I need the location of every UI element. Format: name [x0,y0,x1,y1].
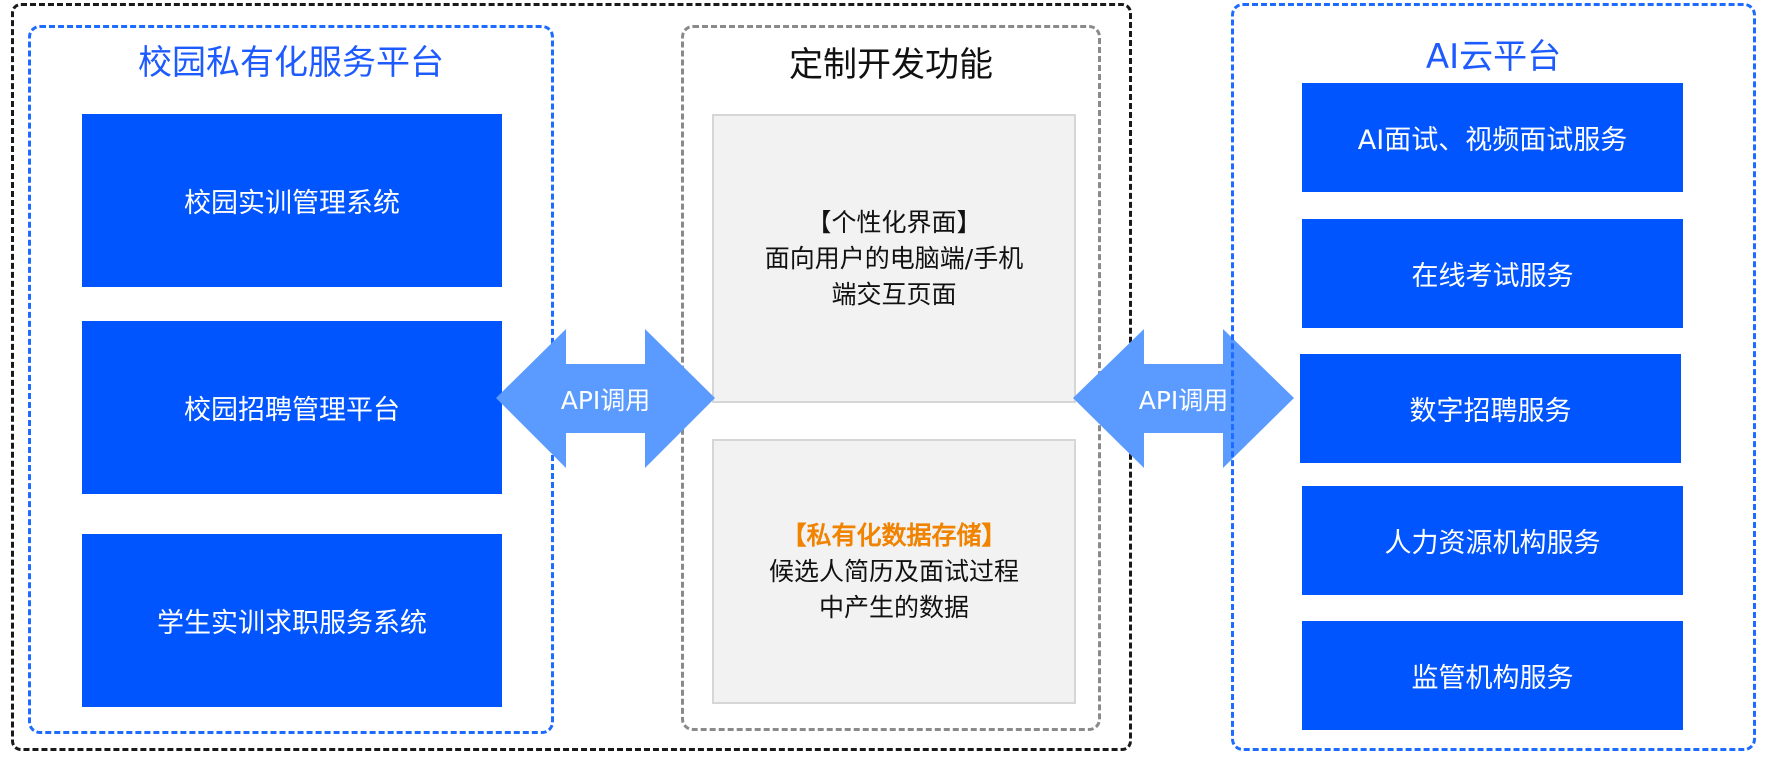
storage-heading: 【私有化数据存储】 [781,520,1007,550]
personalized-ui-box: 【个性化界面】 面向用户的电脑端/手机 端交互页面 [712,114,1076,403]
box-online-exam: 在线考试服务 [1302,219,1683,328]
api-arrow-right: API调用 [1073,329,1294,468]
box-recruitment-platform: 校园招聘管理平台 [82,321,502,494]
box-digital-recruitment: 数字招聘服务 [1300,354,1681,463]
api-arrow-left: API调用 [496,329,715,468]
double-arrow-icon [496,329,715,468]
api-label: API调用 [1138,385,1229,415]
campus-platform-title: 校园私有化服务平台 [138,43,444,83]
private-storage-box: 【私有化数据存储】 候选人简历及面试过程 中产生的数据 [712,439,1076,704]
ai-cloud-title: AI云平台 [1425,37,1562,77]
ui-line: 端交互页面 [831,279,957,309]
custom-dev-title: 定制开发功能 [789,45,993,85]
storage-line: 中产生的数据 [818,592,969,622]
box-regulator: 监管机构服务 [1302,621,1683,730]
double-arrow-icon [1073,329,1294,468]
box-training-system: 校园实训管理系统 [82,114,502,287]
ai-cloud-group [1231,3,1756,751]
api-label: API调用 [560,385,651,415]
ui-heading: 【个性化界面】 [806,207,982,237]
box-ai-interview: AI面试、视频面试服务 [1302,83,1683,192]
box-student-service: 学生实训求职服务系统 [82,534,502,707]
ui-line: 面向用户的电脑端/手机 [764,243,1024,273]
storage-line: 候选人简历及面试过程 [768,556,1019,586]
box-hr-agency: 人力资源机构服务 [1302,486,1683,595]
